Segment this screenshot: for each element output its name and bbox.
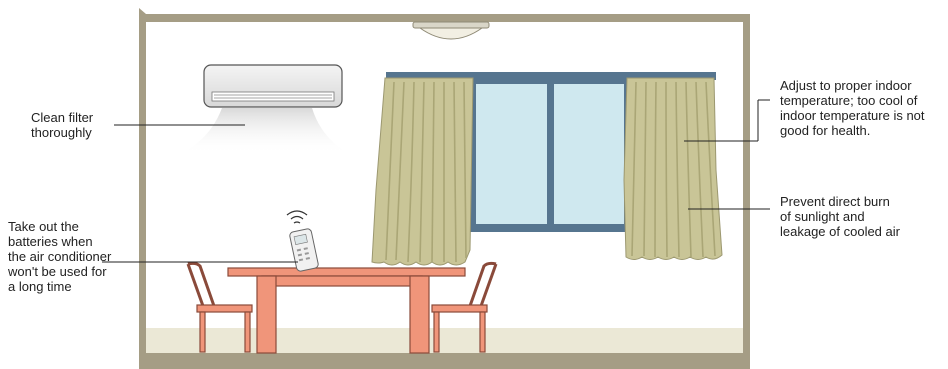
curtain-icon (372, 78, 473, 265)
indoor-temperature-label: Adjust to proper indoor temperature; too… (780, 78, 925, 138)
floor (144, 328, 746, 353)
clean-filter-label: Clean filter thoroughly (31, 110, 93, 140)
ceiling-lamp-icon (413, 22, 489, 39)
signal-waves-icon (287, 211, 307, 223)
remove-batteries-label: Take out the batteries when the air cond… (8, 219, 111, 294)
curtain-icon (624, 78, 722, 260)
remote-control-icon (289, 228, 319, 272)
sunlight-label: Prevent direct burn of sunlight and leak… (780, 194, 900, 239)
air-conditioner-icon (178, 65, 352, 155)
cold-air-flow (178, 108, 352, 155)
